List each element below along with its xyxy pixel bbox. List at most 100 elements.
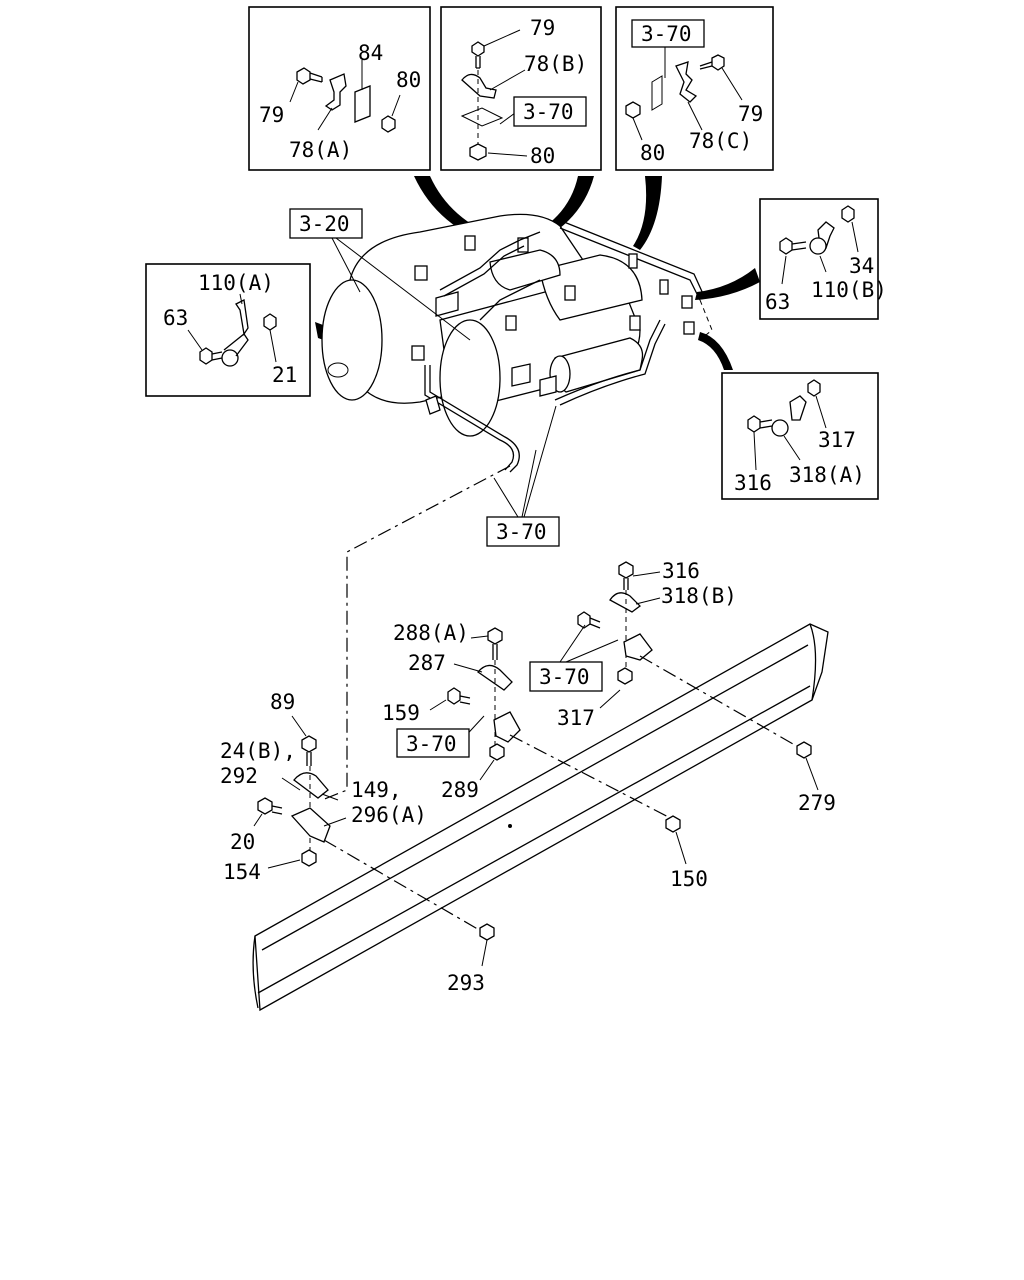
clip-icon xyxy=(461,73,497,99)
clamp-icon xyxy=(771,419,789,437)
callout-89: 89 xyxy=(270,690,295,714)
callout-79: 79 xyxy=(259,103,284,127)
tank-end-cap xyxy=(439,319,501,437)
air-tank-assembly: 3-20 3-70 xyxy=(289,208,713,547)
connector-arc xyxy=(633,176,662,250)
detail-frame xyxy=(759,198,879,320)
callout-79: 79 xyxy=(738,102,763,126)
callout-21: 21 xyxy=(272,363,297,387)
detail-box-78a: 84 80 79 78(A) xyxy=(248,6,431,171)
mount-cluster-288: 288(A) 287 159 3-70 289 xyxy=(382,621,801,824)
bracket-icon xyxy=(290,807,331,843)
bolt-icon xyxy=(699,54,725,71)
callout-316: 316 xyxy=(734,471,772,495)
air-tank xyxy=(539,254,643,321)
bolt-icon xyxy=(618,561,634,590)
pipe-route xyxy=(321,465,511,801)
callout-317: 317 xyxy=(818,428,856,452)
clip-icon xyxy=(324,73,347,111)
bracket-icon xyxy=(789,395,807,421)
clip-icon xyxy=(477,664,513,691)
detail-frame xyxy=(440,6,602,171)
callout-80: 80 xyxy=(640,141,665,165)
callout-318b: 318(B) xyxy=(661,584,737,608)
fitting-icon xyxy=(411,235,641,361)
callout-287: 287 xyxy=(408,651,446,675)
bolt-icon xyxy=(779,237,807,255)
detail-frame xyxy=(721,372,879,500)
ref-3-70: 3-70 xyxy=(641,22,692,46)
bracket-icon xyxy=(623,633,653,661)
mount-plate xyxy=(460,107,504,127)
clip-icon xyxy=(675,61,698,103)
clamp-icon xyxy=(809,237,827,255)
nut-icon xyxy=(807,379,821,397)
clip-icon xyxy=(293,772,329,799)
air-pipe xyxy=(424,365,515,471)
nut-icon xyxy=(489,743,505,761)
detail-box-110a: 110(A) 63 21 xyxy=(145,263,311,397)
nut-icon xyxy=(841,205,855,223)
bolt-icon xyxy=(471,41,485,69)
detail-box-78c: 3-70 79 80 78(C) xyxy=(615,6,774,171)
bolt-icon xyxy=(257,797,283,815)
callout-150: 150 xyxy=(670,867,708,891)
callout-78c: 78(C) xyxy=(689,129,752,153)
nut-icon xyxy=(796,741,812,759)
ref-3-20: 3-20 xyxy=(299,212,350,236)
bolt-icon xyxy=(199,347,223,365)
air-pipe xyxy=(559,227,701,301)
bracket-icon xyxy=(235,299,249,336)
ref-3-70: 3-70 xyxy=(523,100,574,124)
ref-3-70: 3-70 xyxy=(496,520,547,544)
callout-79: 79 xyxy=(530,16,555,40)
mount-cluster-296: 89 24(B), 292 149, 296(A) 20 154 xyxy=(220,690,489,936)
ref-box xyxy=(396,728,470,758)
air-pipe xyxy=(554,319,661,401)
callout-279: 279 xyxy=(798,791,836,815)
callout-84: 84 xyxy=(358,41,383,65)
mount-plate xyxy=(651,75,663,111)
callout-159: 159 xyxy=(382,701,420,725)
callout-34: 34 xyxy=(849,254,874,278)
callout-316: 316 xyxy=(662,559,700,583)
callout-317: 317 xyxy=(557,706,595,730)
nut-icon xyxy=(381,115,396,133)
bracket-icon xyxy=(493,711,521,743)
bolt-icon xyxy=(296,67,323,85)
callout-20: 20 xyxy=(230,830,255,854)
callout-78a: 78(A) xyxy=(289,138,352,162)
mount-cluster-316: 3-70 316 318(B) 317 xyxy=(529,559,737,730)
connector-arc xyxy=(695,268,760,300)
callout-318a: 318(A) xyxy=(789,463,865,487)
bolt-icon xyxy=(447,687,471,705)
callout-296a: 296(A) xyxy=(351,803,427,827)
ref-box xyxy=(289,208,363,239)
callout-149: 149, xyxy=(351,778,402,802)
detail-frame xyxy=(145,263,311,397)
ref-3-70: 3-70 xyxy=(406,732,457,756)
valve-body xyxy=(489,249,561,291)
rail-nuts: 279 150 293 xyxy=(447,741,836,995)
nut-icon xyxy=(469,143,487,161)
callout-80: 80 xyxy=(530,144,555,168)
detail-box-110b: 34 63 110(B) xyxy=(759,198,887,320)
nut-icon xyxy=(625,101,641,119)
callout-80: 80 xyxy=(396,68,421,92)
nut-icon xyxy=(617,667,633,685)
callout-24b: 24(B), xyxy=(220,739,296,763)
nut-icon xyxy=(479,923,495,941)
nut-icon xyxy=(665,815,681,833)
callout-289: 289 xyxy=(441,778,479,802)
connector-arc xyxy=(516,176,594,250)
callout-63: 63 xyxy=(163,306,188,330)
bolt-icon xyxy=(577,611,601,629)
plate-icon xyxy=(354,85,371,123)
callout-63: 63 xyxy=(765,290,790,314)
frame-rail xyxy=(252,623,829,1012)
callout-154: 154 xyxy=(223,860,261,884)
nut-icon xyxy=(301,849,317,867)
bolt-icon xyxy=(747,415,773,433)
callout-78b: 78(B) xyxy=(524,52,587,76)
